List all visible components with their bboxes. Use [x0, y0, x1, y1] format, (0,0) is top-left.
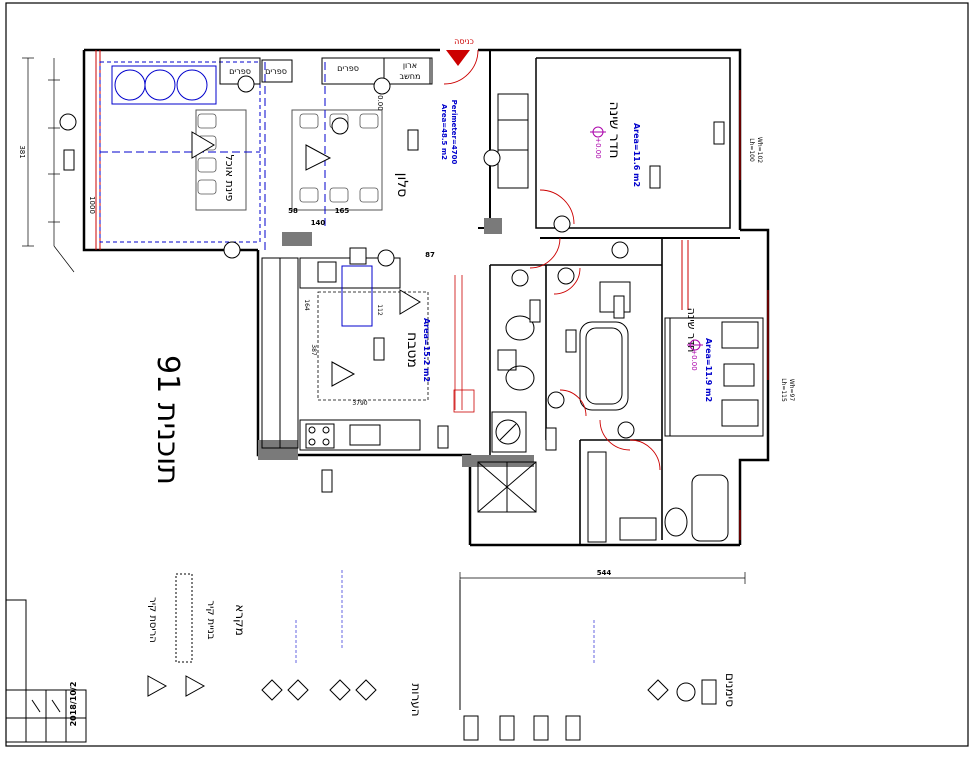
wh-2: Wh=97 [788, 379, 795, 402]
exterior-walls [82, 48, 770, 547]
bathroom-fixtures [477, 281, 729, 543]
computer-cabinet-label-2: מחשב [400, 72, 421, 81]
plan-title: תוכנית 91 [150, 355, 185, 485]
wh-1: Wh=102 [756, 137, 763, 163]
level-bed1: +0.00 [594, 137, 602, 158]
structural-columns [258, 218, 534, 467]
legend-note-build: בניית קיר [205, 601, 216, 640]
room-bedroom-1: חדר שינה [606, 102, 622, 159]
dim-164: 164 [303, 299, 310, 311]
level-bed2: +0.00 [690, 349, 698, 370]
living-perimeter: Perimeter=4700 [450, 100, 458, 165]
legend-symbols-heading: סימנים [723, 673, 737, 707]
living-area: Area=48.5 m2 [440, 104, 448, 160]
kitchen-island-outline [317, 291, 429, 401]
books-label-1: ספרים [337, 64, 359, 73]
title-block: 2018/10/2 [5, 599, 87, 743]
legend-heading: מקרא [233, 604, 247, 635]
books-label-2: ספרים [265, 67, 287, 76]
lh-1: Lh=100 [748, 138, 755, 162]
bed2-area: Area=11.9 m2 [704, 338, 713, 402]
legend-text-lines [295, 570, 595, 664]
dim-87: 87 [425, 251, 435, 259]
computer-cabinet [383, 57, 431, 85]
room-bedroom-2: חדר שינה [685, 308, 698, 353]
dim-58: 58 [288, 207, 298, 215]
dim-112: 112 [376, 304, 383, 316]
legend-notes-heading: הערות [409, 683, 423, 716]
dim-165: 165 [335, 207, 350, 215]
kitchen-cabinets [261, 257, 421, 451]
room-dining: פינת אוכל [223, 155, 236, 202]
section-tags [59, 75, 725, 493]
level-markers [590, 126, 703, 351]
entrance-marker [446, 50, 470, 66]
dim-1000: 1000 [88, 196, 96, 214]
dim-544: 544 [597, 569, 612, 577]
kitchen-area: Area=15.2 m2 [422, 318, 431, 382]
dimension-left [22, 57, 75, 273]
bedroom-furniture [497, 93, 764, 437]
door-swings [443, 49, 661, 471]
dim-381: 381 [18, 145, 26, 158]
computer-cabinet-label-1: ארון [403, 61, 417, 70]
dim-3790: 3790 [352, 400, 367, 407]
title-block-date: 2018/10/2 [69, 682, 78, 727]
legend-symbols [147, 573, 717, 741]
entrance-label: כניסה [454, 37, 474, 46]
room-kitchen: מטבח [404, 332, 420, 368]
bed1-area: Area=11.6 m2 [632, 123, 641, 187]
dim-387: 387 [310, 344, 317, 356]
room-living: סלון [394, 173, 410, 198]
level-living: +0.00 [376, 89, 384, 110]
books-label-3: ספרים [229, 67, 251, 76]
dim-140: 140 [311, 219, 326, 227]
kitchen-red-lines [453, 275, 475, 413]
sheet-frame [5, 2, 969, 747]
lh-2: Lh=115 [780, 378, 787, 402]
legend-note-demolish: הריסת קיר [147, 597, 158, 643]
